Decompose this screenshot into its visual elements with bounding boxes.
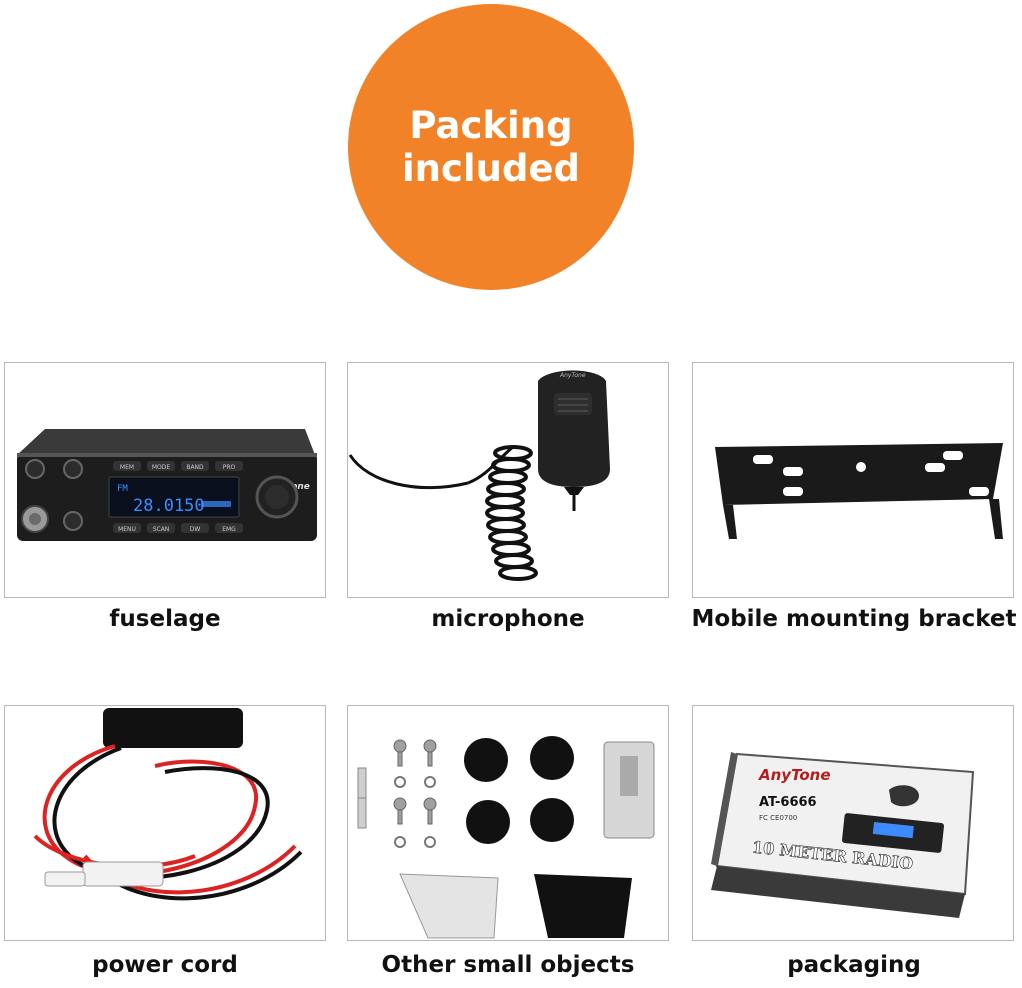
btn-menu-label: MENU xyxy=(118,526,136,533)
btn-pro-label: PRO xyxy=(223,464,236,471)
radio-image: MEM MODE BAND PRO FM 28.0150 AnyTone MEN… xyxy=(17,429,317,541)
caption-power-cord: power cord xyxy=(92,952,238,978)
display-frequency: 28.0150 xyxy=(133,496,205,516)
btn-mode-label: MODE xyxy=(152,464,171,471)
badge-line-2: included xyxy=(401,147,581,190)
btn-band-label: BAND xyxy=(186,464,204,471)
btn-dw-label: DW xyxy=(190,526,201,533)
btn-scan-label: SCAN xyxy=(153,526,170,533)
microphone-image: AnyTone xyxy=(348,370,610,581)
caption-packaging: packaging xyxy=(787,952,921,978)
caption-mounting-bracket: Mobile mounting bracket xyxy=(691,606,1017,632)
card-fuselage: MEM MODE BAND PRO FM 28.0150 AnyTone MEN… xyxy=(4,362,326,598)
box-model: AT-6666 xyxy=(759,795,817,810)
box-marks: FC CE0700 xyxy=(759,814,797,822)
badge-line-1: Packing xyxy=(409,104,573,147)
card-bracket xyxy=(692,362,1014,598)
card-packaging: AnyTone AT-6666 FC CE0700 10 METER RADIO xyxy=(692,705,1014,941)
card-small-objects xyxy=(347,705,669,941)
caption-small-objects: Other small objects xyxy=(381,952,635,978)
btn-emg-label: EMG xyxy=(222,526,236,533)
bracket-image xyxy=(715,443,1003,539)
caption-microphone: microphone xyxy=(431,606,585,632)
packing-included-badge: Packing included xyxy=(348,4,634,290)
card-microphone: AnyTone xyxy=(347,362,669,598)
svg-text:AnyTone: AnyTone xyxy=(559,372,586,379)
power-cord-image xyxy=(33,708,303,901)
btn-mem-label: MEM xyxy=(120,464,134,471)
box-brand: AnyTone xyxy=(758,766,831,784)
caption-fuselage: fuselage xyxy=(109,606,221,632)
card-power-cord xyxy=(4,705,326,941)
packaging-image: AnyTone AT-6666 FC CE0700 10 METER RADIO xyxy=(711,752,975,918)
display-mode: FM xyxy=(117,484,128,494)
small-objects-image xyxy=(357,736,655,939)
